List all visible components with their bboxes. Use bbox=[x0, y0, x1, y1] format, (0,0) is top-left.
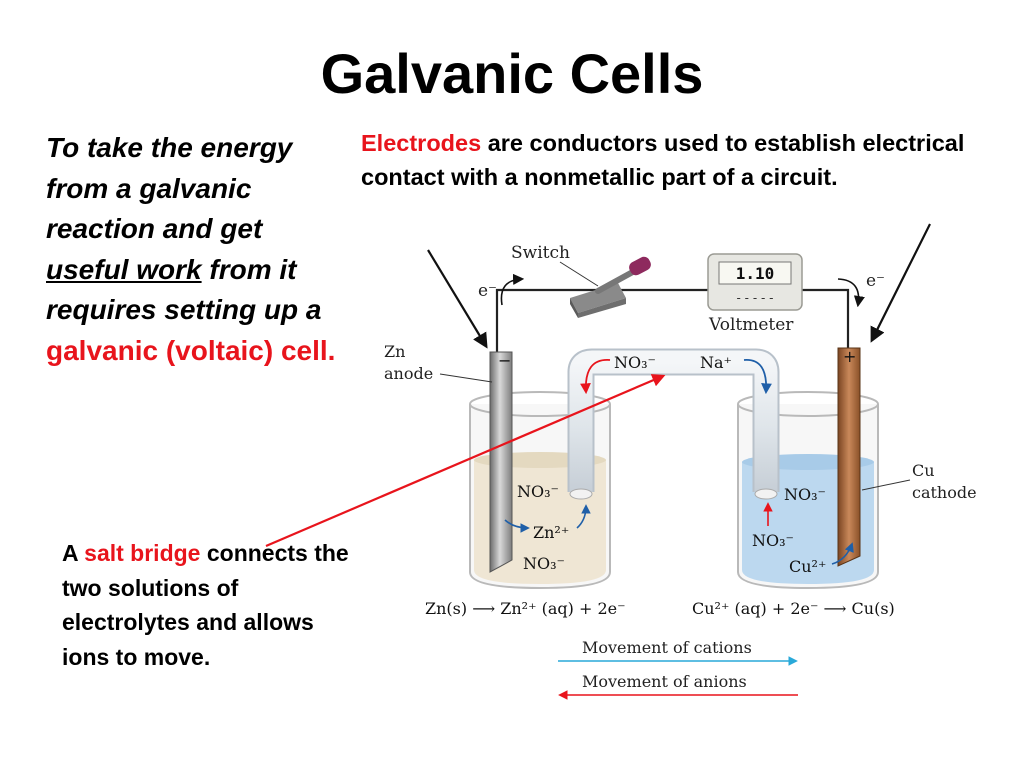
salt-bridge-definition: A salt bridge connects the two solutions… bbox=[62, 536, 362, 674]
zn-label: Zn bbox=[384, 342, 405, 361]
copper-cathode bbox=[837, 347, 861, 567]
voltmeter: 1.10 - - - - - bbox=[707, 253, 803, 311]
left-ion-zn: Zn²⁺ bbox=[533, 523, 569, 542]
electron-left-label: e⁻ bbox=[478, 281, 497, 301]
zinc-anode bbox=[489, 351, 513, 573]
electrodes-definition: Electrodes are conductors used to establ… bbox=[361, 126, 981, 194]
bridge-anion-label: NO₃⁻ bbox=[614, 353, 656, 372]
salt-bridge-prefix: A bbox=[62, 540, 85, 566]
legend-anions-label: Movement of anions bbox=[582, 672, 747, 691]
voltmeter-label: Voltmeter bbox=[708, 315, 794, 335]
switch bbox=[570, 256, 651, 318]
external-wire bbox=[495, 288, 850, 352]
electrode-pointer-right bbox=[870, 223, 931, 343]
intro-paragraph: To take the energy from a galvanic react… bbox=[46, 128, 336, 371]
anode-sign: − bbox=[498, 351, 511, 370]
voltmeter-buttons: - - - - - bbox=[737, 291, 774, 305]
left-ion-no3-top: NO₃⁻ bbox=[517, 482, 559, 501]
switch-label: Switch bbox=[511, 243, 570, 263]
electrodes-highlight: Electrodes bbox=[361, 130, 482, 156]
right-ion-no3-top: NO₃⁻ bbox=[784, 485, 826, 504]
electron-right-label: e⁻ bbox=[866, 271, 885, 291]
right-ion-cu: Cu²⁺ bbox=[789, 557, 826, 576]
electrode-pointer-left bbox=[427, 249, 488, 349]
cu-label: Cu bbox=[912, 461, 935, 480]
cathode-label: cathode bbox=[912, 483, 977, 502]
cathode-sign: + bbox=[843, 347, 856, 366]
left-ion-no3-bottom: NO₃⁻ bbox=[523, 554, 565, 573]
voltmeter-reading: 1.10 bbox=[736, 264, 775, 283]
slide-title: Galvanic Cells bbox=[320, 42, 704, 105]
salt-bridge-text: connects the two solutions of electrolyt… bbox=[62, 540, 349, 670]
cathode-half-reaction: Cu²⁺ (aq) + 2e⁻ ⟶ Cu(s) bbox=[692, 599, 895, 618]
intro-text-2: from it requires setting up a bbox=[46, 253, 322, 326]
right-ion-no3-mid: NO₃⁻ bbox=[752, 531, 794, 550]
salt-bridge-pointer bbox=[265, 374, 666, 548]
useful-work-text: useful work bbox=[46, 253, 202, 285]
legend-cations-label: Movement of cations bbox=[582, 638, 752, 657]
galvanic-cell-highlight: galvanic (voltaic) cell. bbox=[46, 334, 336, 366]
bridge-cation-label: Na⁺ bbox=[700, 353, 732, 372]
intro-text-1: To take the energy from a galvanic react… bbox=[46, 132, 293, 244]
anode-label: anode bbox=[384, 364, 433, 383]
salt-bridge-highlight: salt bridge bbox=[84, 540, 201, 566]
anode-half-reaction: Zn(s) ⟶ Zn²⁺ (aq) + 2e⁻ bbox=[425, 599, 626, 618]
electrodes-text: are conductors used to establish electri… bbox=[361, 130, 965, 190]
